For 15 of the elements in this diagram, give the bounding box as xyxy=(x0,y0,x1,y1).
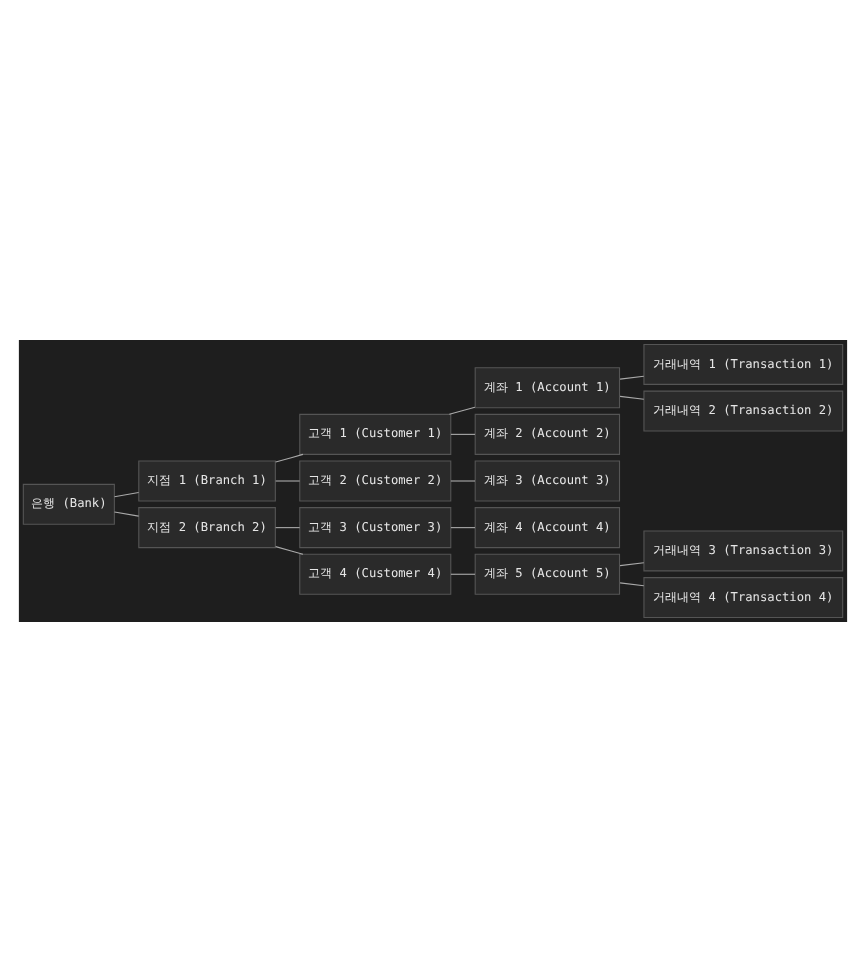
connector xyxy=(450,527,476,529)
connector xyxy=(619,395,645,400)
connector xyxy=(450,480,476,482)
connector xyxy=(113,492,140,498)
connector xyxy=(275,480,301,482)
connector xyxy=(275,453,304,463)
connector xyxy=(275,527,301,529)
connector xyxy=(275,546,304,555)
connector xyxy=(450,573,476,575)
connector xyxy=(619,562,645,567)
connector xyxy=(450,433,476,435)
connector xyxy=(113,511,140,517)
connector xyxy=(448,406,476,415)
connector xyxy=(619,582,645,587)
connector xyxy=(619,375,645,380)
